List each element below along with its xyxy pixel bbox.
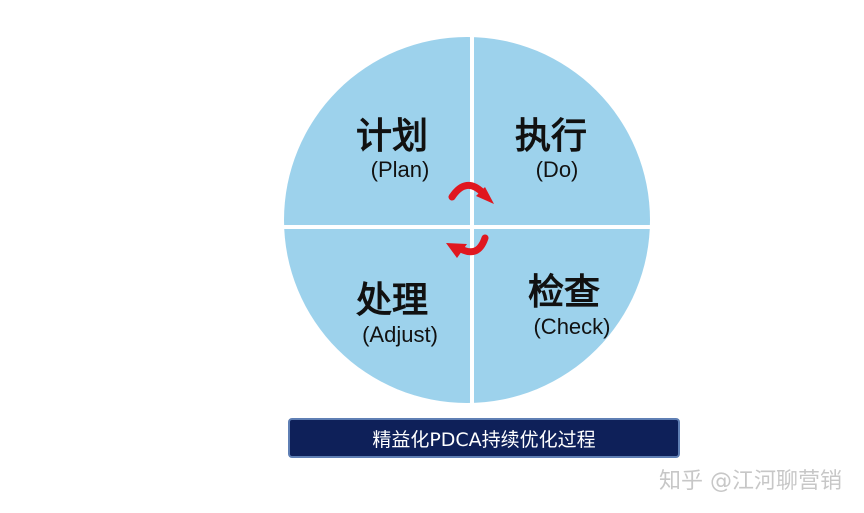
adjust-subtitle: (Adjust) (362, 322, 438, 347)
caption-banner: 精益化PDCA持续优化过程 (288, 418, 680, 458)
pdca-circle (284, 37, 650, 403)
do-subtitle: (Do) (536, 157, 579, 182)
check-subtitle: (Check) (533, 314, 610, 339)
plan-subtitle: (Plan) (371, 157, 430, 182)
top-arrowhead-icon (476, 187, 494, 204)
plan-title: 计划 (356, 116, 428, 157)
adjust-title: 处理 (356, 280, 428, 321)
top-curved-arrow-icon (448, 182, 487, 201)
bottom-arrowhead-icon (446, 243, 467, 258)
check-title: 检查 (528, 272, 600, 313)
caption-text: 精益化PDCA持续优化过程 (372, 428, 596, 451)
cycle-arrows-icon (446, 182, 494, 258)
do-title: 执行 (515, 116, 587, 157)
watermark: 知乎 @江河聊营销 (659, 469, 842, 494)
